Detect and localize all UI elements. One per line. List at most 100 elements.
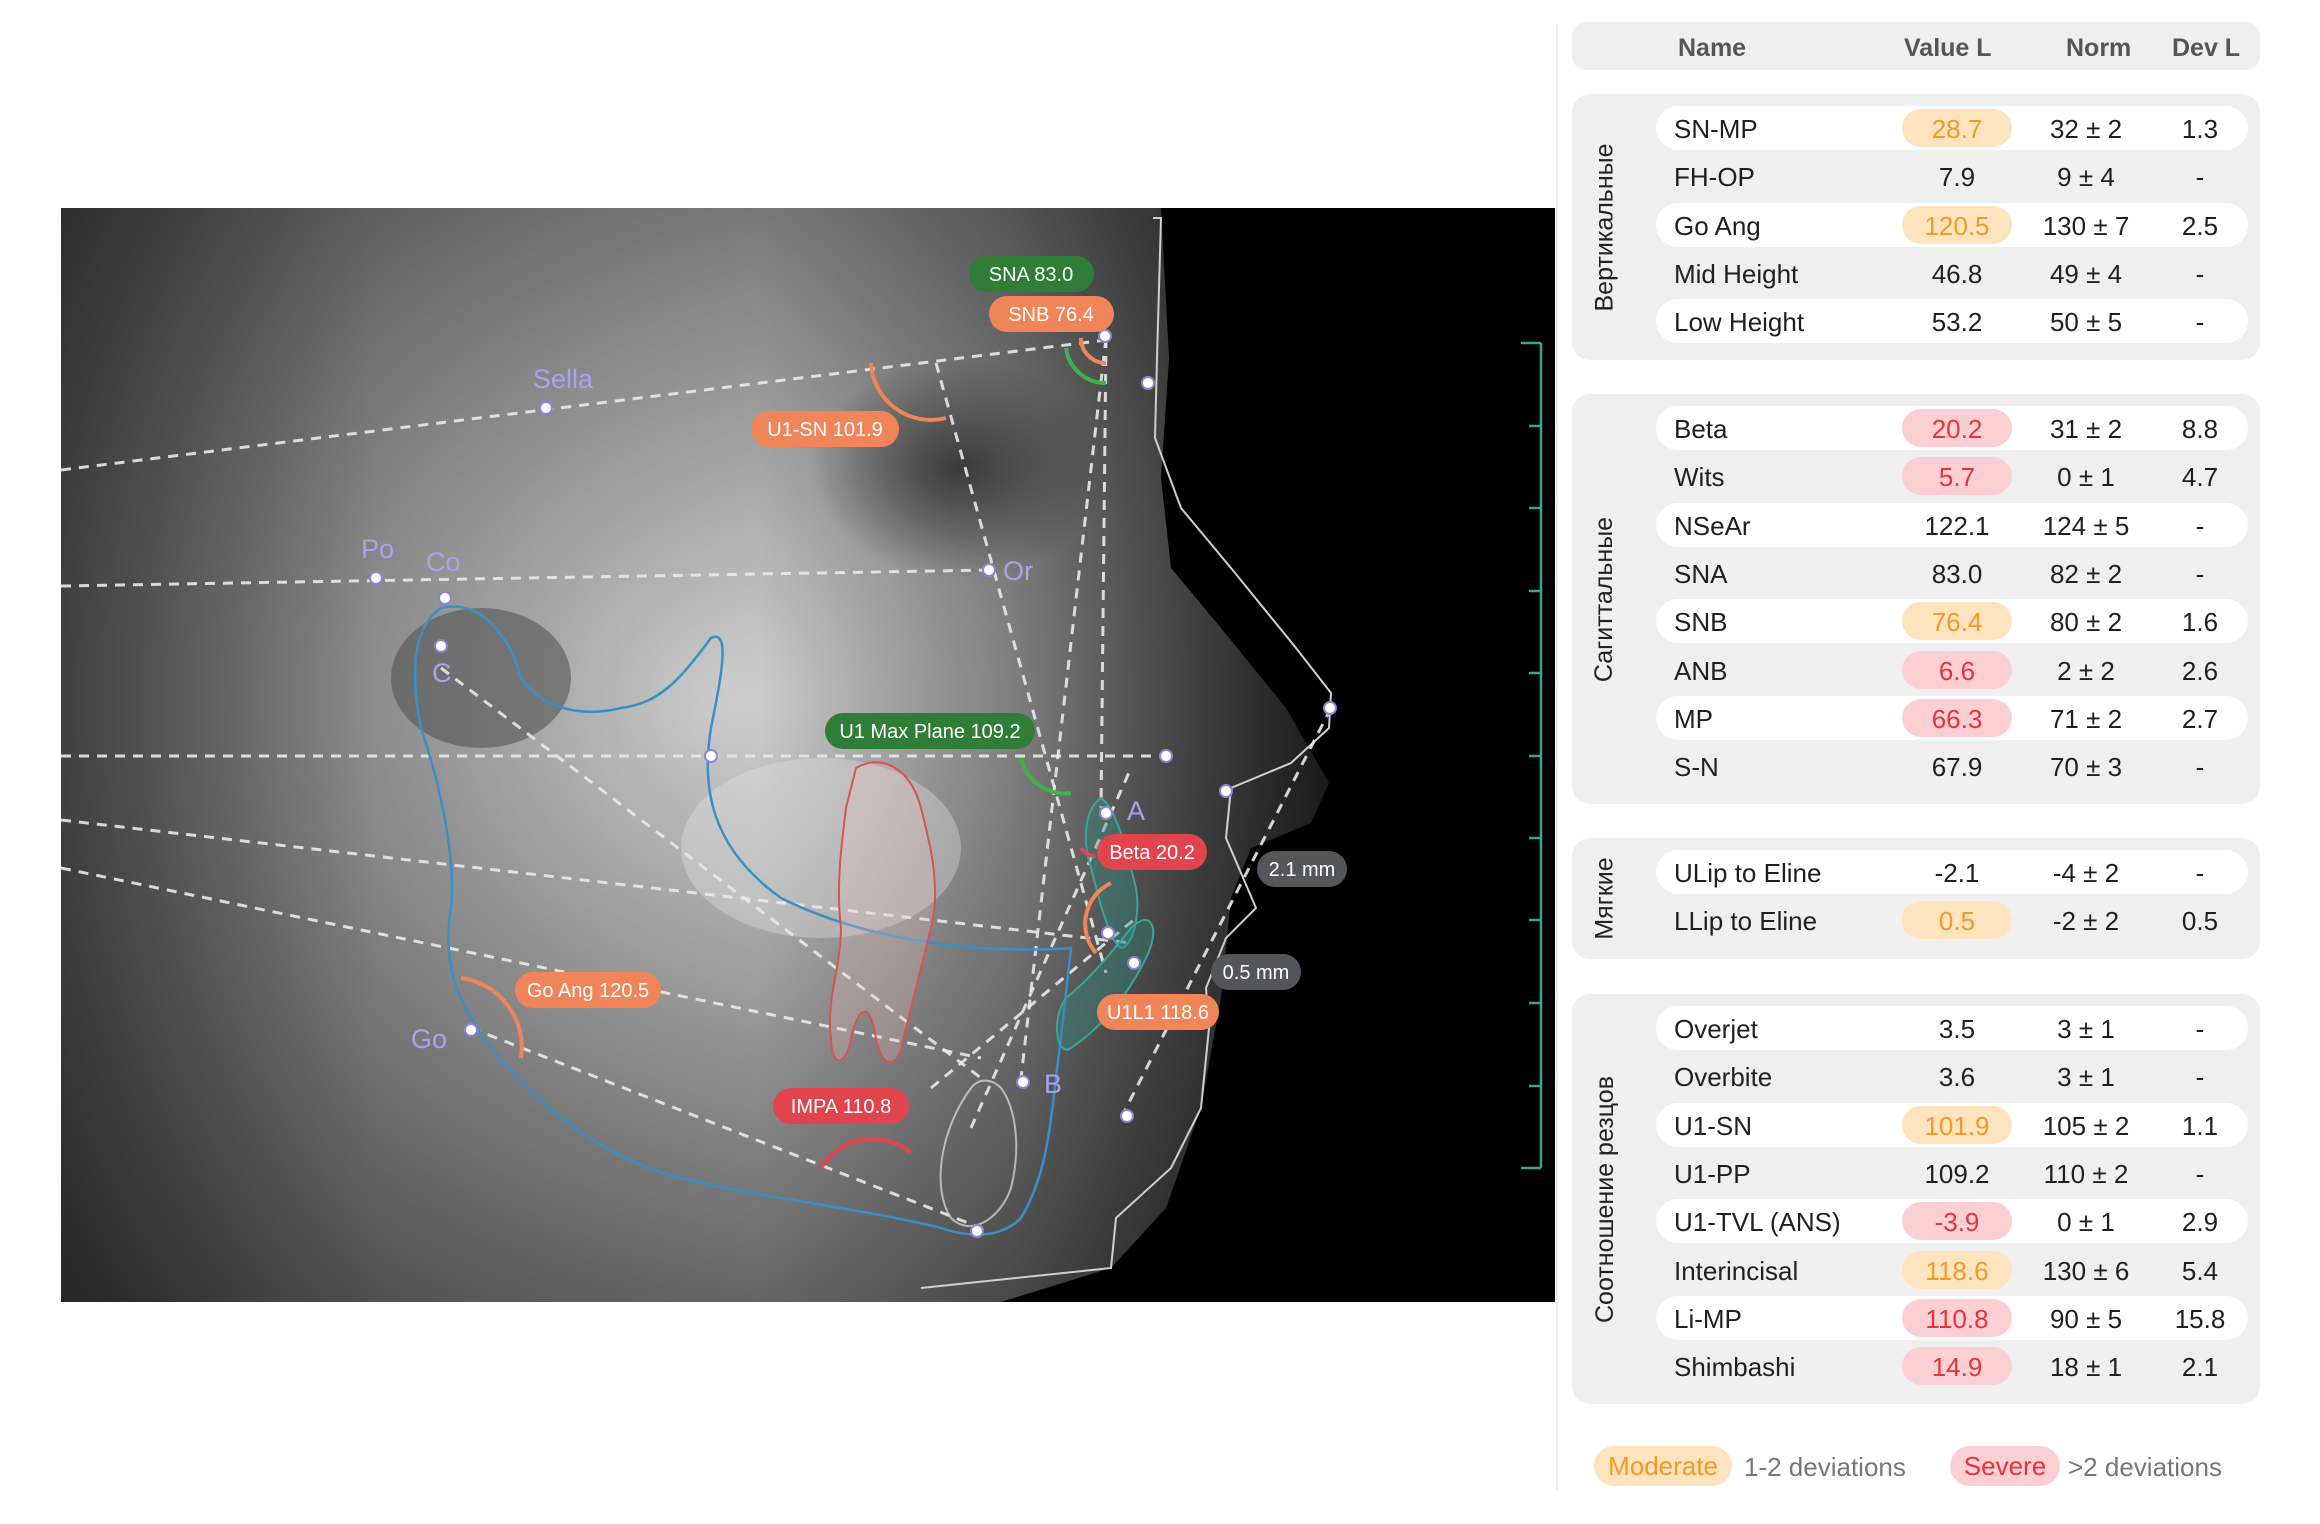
soft-pogonion-point[interactable] bbox=[1120, 1109, 1134, 1123]
subnasale-point[interactable] bbox=[1219, 784, 1233, 798]
tag-go-ang-text: Go Ang 120.5 bbox=[527, 980, 649, 1002]
row-value: 118.6 bbox=[1925, 1256, 1989, 1286]
tag-impa[interactable]: IMPA 110.8 bbox=[773, 1088, 909, 1124]
ans-point[interactable] bbox=[1159, 749, 1173, 763]
u1l1-arc bbox=[1083, 881, 1112, 955]
tag-sna[interactable]: SNA 83.0 bbox=[969, 256, 1094, 292]
menton-point[interactable] bbox=[970, 1224, 984, 1238]
table-row[interactable]: ULip to Eline-2.1-4 ± 2- bbox=[1656, 850, 2248, 894]
lower-incisor-point[interactable] bbox=[1127, 956, 1141, 970]
legend-moderate-badge: Moderate bbox=[1594, 1446, 1732, 1486]
value-highlight-severe bbox=[1902, 651, 2012, 689]
row-value: 0.5 bbox=[1938, 906, 1976, 936]
mandible-outline bbox=[413, 605, 1073, 1236]
row-value: 14.9 bbox=[1931, 1352, 1983, 1382]
pronasale-point[interactable] bbox=[1323, 701, 1337, 715]
c-point[interactable] bbox=[434, 639, 448, 653]
tag-u1-max-plane[interactable]: U1 Max Plane 109.2 bbox=[825, 713, 1035, 749]
row-deviation: 1.1 bbox=[2181, 1111, 2219, 1141]
cephalometric-xray-viewer[interactable]: Sella Po Co C Or A B Go SNA 83.0 SNB 76.… bbox=[61, 208, 1555, 1302]
row-value: 28.7 bbox=[1931, 114, 1983, 144]
incisor-tip-point[interactable] bbox=[1101, 926, 1115, 940]
tag-dist-ulip[interactable]: 2.1 mm bbox=[1257, 851, 1347, 887]
sella-point[interactable] bbox=[539, 401, 553, 415]
tag-snb[interactable]: SNB 76.4 bbox=[989, 296, 1114, 332]
teeth-region bbox=[681, 758, 961, 938]
group-title: Вертикальные bbox=[1572, 94, 1638, 360]
row-norm: -4 ± 2 bbox=[2052, 858, 2120, 888]
tag-dist-llip[interactable]: 0.5 mm bbox=[1211, 954, 1301, 990]
row-name: Mid Height bbox=[1674, 259, 1799, 289]
row-name: U1-TVL (ANS) bbox=[1674, 1207, 1841, 1237]
ear-region bbox=[391, 608, 571, 748]
beta-arc bbox=[1079, 846, 1097, 859]
group-title-text: Соотношение резцов bbox=[1590, 1075, 1619, 1323]
or-point[interactable] bbox=[982, 563, 996, 577]
tag-go-ang[interactable]: Go Ang 120.5 bbox=[515, 972, 661, 1008]
value-highlight-severe bbox=[1902, 457, 2012, 495]
row-norm: -2 ± 2 bbox=[2052, 906, 2120, 936]
group-title: Сагиттальные bbox=[1572, 394, 1638, 804]
row-name: Beta bbox=[1674, 414, 1728, 444]
u1-sn-arc bbox=[869, 362, 947, 422]
row-norm: 70 ± 3 bbox=[2049, 752, 2123, 782]
pns-point[interactable] bbox=[704, 749, 718, 763]
group-title-text: Мягкие bbox=[1590, 857, 1619, 940]
header-norm: Norm bbox=[2066, 34, 2132, 62]
co-point[interactable] bbox=[438, 591, 452, 605]
a-point[interactable] bbox=[1099, 806, 1113, 820]
row-value: 46.8 bbox=[1931, 259, 1983, 289]
go-ang-arc bbox=[460, 976, 524, 1059]
po-point[interactable] bbox=[369, 571, 383, 585]
tag-u1-sn-text: U1-SN 101.9 bbox=[767, 419, 883, 441]
tag-u1l1[interactable]: U1L1 118.6 bbox=[1097, 994, 1219, 1030]
value-highlight-moderate bbox=[1902, 602, 2012, 640]
row-deviation: - bbox=[2195, 511, 2205, 541]
row-name: Go Ang bbox=[1674, 211, 1761, 241]
lower-incisor-outline bbox=[1055, 918, 1155, 1051]
row-deviation: 5.4 bbox=[2181, 1256, 2219, 1286]
soft-nasion-point[interactable] bbox=[1141, 376, 1155, 390]
value-highlight-severe bbox=[1902, 1299, 2012, 1337]
row-value: 110.8 bbox=[1925, 1304, 1989, 1334]
row-deviation: 2.1 bbox=[2181, 1352, 2219, 1382]
group-title: Мягкие bbox=[1572, 838, 1638, 959]
row-deviation: - bbox=[2195, 752, 2205, 782]
row-value: 6.6 bbox=[1938, 656, 1976, 686]
go-point[interactable] bbox=[464, 1023, 478, 1037]
tag-beta[interactable]: Beta 20.2 bbox=[1097, 834, 1207, 870]
tag-u1-max-plane-text: U1 Max Plane 109.2 bbox=[839, 721, 1020, 743]
nasion-point[interactable] bbox=[1098, 329, 1112, 343]
row-name: SNB bbox=[1674, 607, 1728, 637]
xray-canvas[interactable]: Sella Po Co C Or A B Go SNA 83.0 SNB 76.… bbox=[61, 208, 1555, 1302]
row-name: S-N bbox=[1674, 752, 1719, 782]
value-highlight-moderate bbox=[1902, 1251, 2012, 1289]
b-point[interactable] bbox=[1016, 1075, 1030, 1089]
tag-u1-sn[interactable]: U1-SN 101.9 bbox=[751, 411, 899, 447]
value-highlight-severe bbox=[1902, 1347, 2012, 1385]
